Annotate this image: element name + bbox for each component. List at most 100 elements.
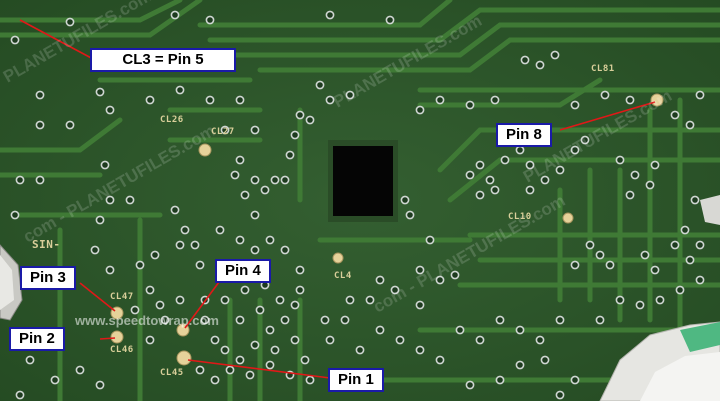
via-hole bbox=[475, 190, 485, 200]
via-hole bbox=[325, 10, 335, 20]
silk-cl45: CL45 bbox=[160, 368, 184, 378]
via-hole bbox=[490, 95, 500, 105]
via-hole bbox=[600, 90, 610, 100]
connector-left bbox=[0, 244, 23, 321]
via-hole bbox=[495, 375, 505, 385]
via-hole bbox=[305, 375, 315, 385]
callout-pin4: Pin 4 bbox=[215, 259, 271, 283]
via-hole bbox=[550, 50, 560, 60]
via-hole bbox=[655, 295, 665, 305]
via-hole bbox=[450, 270, 460, 280]
pad-cl10 bbox=[562, 212, 574, 224]
via-hole bbox=[200, 315, 210, 325]
via-hole bbox=[295, 265, 305, 275]
via-hole bbox=[270, 175, 280, 185]
via-hole bbox=[245, 370, 255, 380]
via-hole bbox=[325, 95, 335, 105]
via-hole bbox=[570, 100, 580, 110]
callout-pin8: Pin 8 bbox=[496, 123, 552, 147]
via-hole bbox=[515, 145, 525, 155]
via-hole bbox=[305, 115, 315, 125]
via-hole bbox=[285, 150, 295, 160]
via-hole bbox=[270, 345, 280, 355]
via-hole bbox=[385, 15, 395, 25]
via-hole bbox=[90, 245, 100, 255]
via-hole bbox=[280, 315, 290, 325]
silk-cl26: CL26 bbox=[160, 115, 184, 125]
via-hole bbox=[75, 365, 85, 375]
via-hole bbox=[685, 255, 695, 265]
via-hole bbox=[265, 235, 275, 245]
via-hole bbox=[640, 250, 650, 260]
via-hole bbox=[280, 175, 290, 185]
via-hole bbox=[180, 225, 190, 235]
via-hole bbox=[195, 365, 205, 375]
via-hole bbox=[465, 170, 475, 180]
leader-lines bbox=[19, 19, 656, 379]
callout-pin2: Pin 2 bbox=[9, 327, 65, 351]
via-hole bbox=[280, 245, 290, 255]
via-hole bbox=[150, 250, 160, 260]
silk-cl46: CL46 bbox=[110, 345, 134, 355]
chip-cutout bbox=[333, 146, 393, 216]
callout-pin1: Pin 1 bbox=[328, 368, 384, 392]
via-hole bbox=[290, 300, 300, 310]
via-hole bbox=[455, 325, 465, 335]
via-hole bbox=[435, 95, 445, 105]
via-hole bbox=[50, 375, 60, 385]
via-hole bbox=[10, 35, 20, 45]
via-hole bbox=[300, 355, 310, 365]
via-hole bbox=[415, 345, 425, 355]
via-hole bbox=[630, 170, 640, 180]
via-hole bbox=[225, 365, 235, 375]
via-hole bbox=[170, 10, 180, 20]
via-hole bbox=[570, 260, 580, 270]
via-hole bbox=[375, 325, 385, 335]
via-hole bbox=[670, 240, 680, 250]
via-hole bbox=[695, 90, 705, 100]
via-hole bbox=[145, 95, 155, 105]
silk-cl10: CL10 bbox=[508, 212, 532, 222]
via-hole bbox=[175, 85, 185, 95]
via-hole bbox=[35, 90, 45, 100]
via-hole bbox=[625, 190, 635, 200]
via-hole bbox=[235, 235, 245, 245]
via-hole bbox=[555, 165, 565, 175]
via-hole bbox=[650, 265, 660, 275]
via-hole bbox=[65, 17, 75, 27]
silk-cl81: CL81 bbox=[591, 64, 615, 74]
via-hole bbox=[265, 360, 275, 370]
via-hole bbox=[520, 55, 530, 65]
via-hole bbox=[415, 105, 425, 115]
via-hole bbox=[240, 285, 250, 295]
via-hole bbox=[535, 335, 545, 345]
via-hole bbox=[555, 390, 565, 400]
via-hole bbox=[220, 295, 230, 305]
pad-cl46 bbox=[110, 330, 124, 344]
via-hole bbox=[395, 335, 405, 345]
via-hole bbox=[485, 175, 495, 185]
via-hole bbox=[205, 15, 215, 25]
via-hole bbox=[685, 120, 695, 130]
via-hole bbox=[500, 155, 510, 165]
silk-sin: SIN- bbox=[32, 238, 61, 251]
via-hole bbox=[250, 245, 260, 255]
via-hole bbox=[135, 260, 145, 270]
via-hole bbox=[175, 295, 185, 305]
via-hole bbox=[465, 380, 475, 390]
via-hole bbox=[170, 205, 180, 215]
via-hole bbox=[465, 100, 475, 110]
via-hole bbox=[235, 155, 245, 165]
via-hole bbox=[25, 355, 35, 365]
gauge-stepper bbox=[599, 195, 720, 401]
via-hole bbox=[375, 275, 385, 285]
via-hole bbox=[250, 210, 260, 220]
via-hole bbox=[495, 315, 505, 325]
via-hole bbox=[650, 160, 660, 170]
via-hole bbox=[255, 305, 265, 315]
via-hole bbox=[95, 380, 105, 390]
via-hole bbox=[275, 295, 285, 305]
via-hole bbox=[415, 265, 425, 275]
via-hole bbox=[645, 180, 655, 190]
